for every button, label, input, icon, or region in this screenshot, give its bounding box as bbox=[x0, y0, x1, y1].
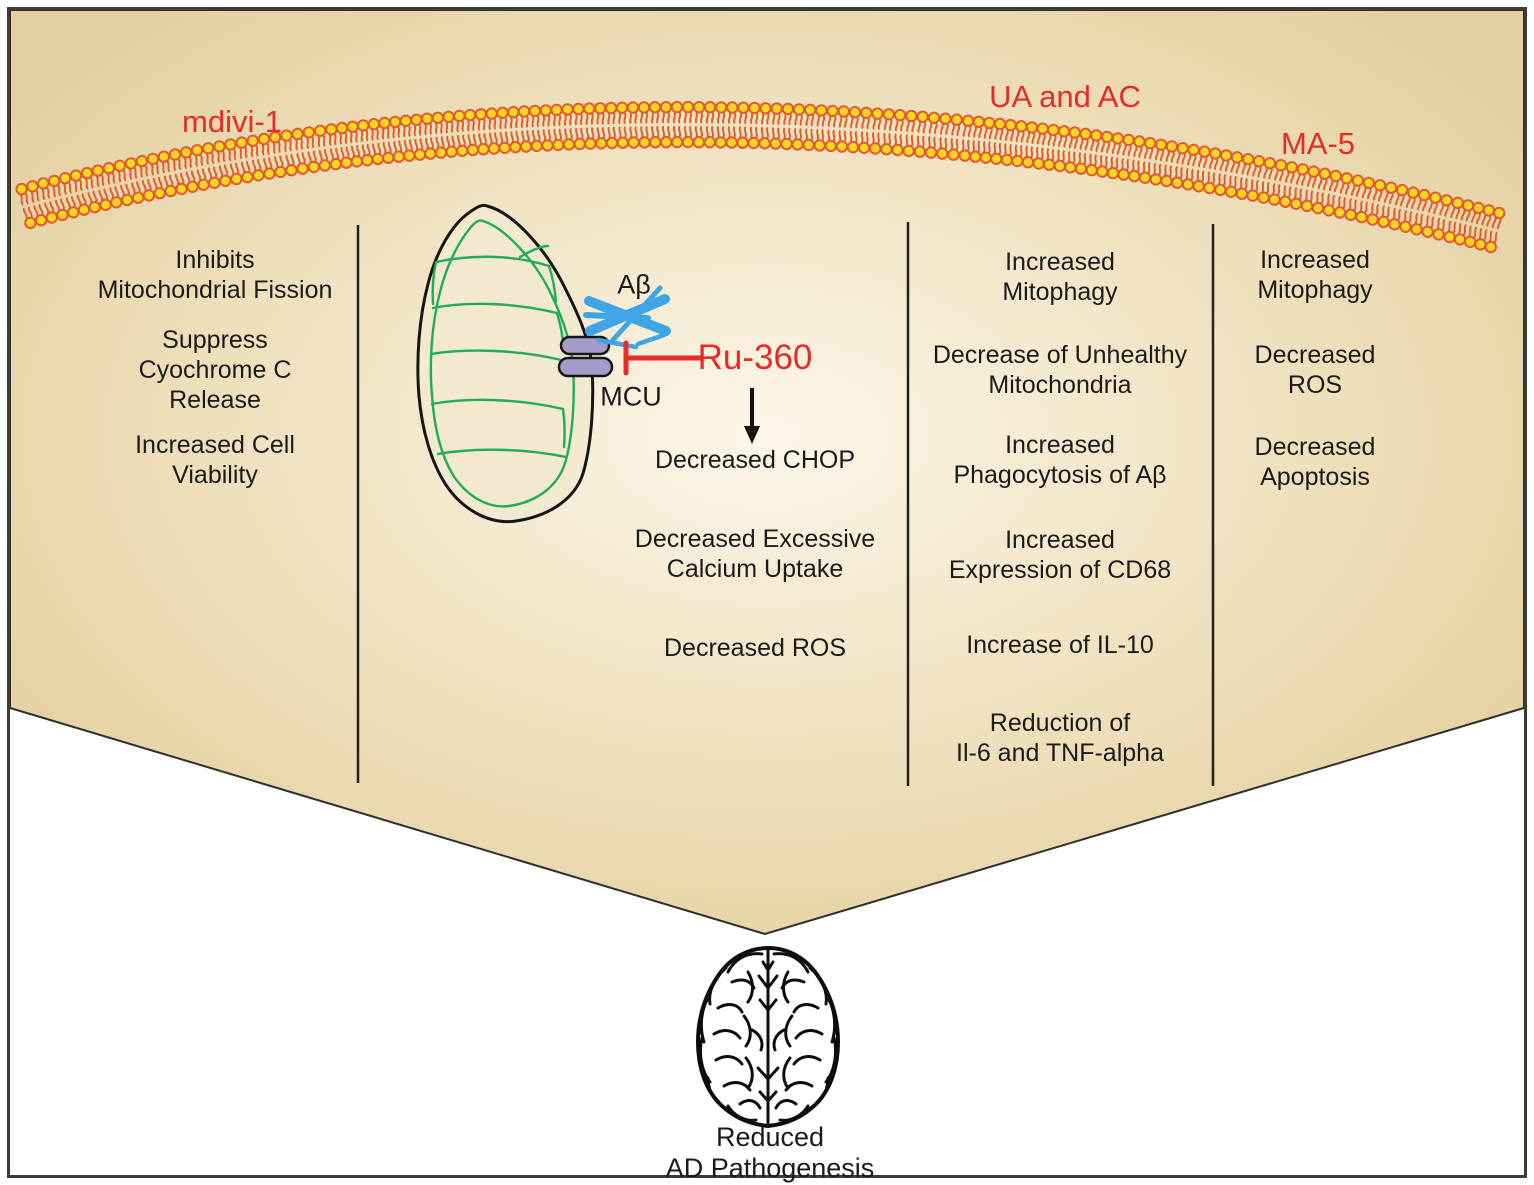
effects-uaac-block6: Reduction of Il-6 and TNF-alpha bbox=[956, 709, 1164, 767]
effects-ru360-block2: Decreased Excessive Calcium Uptake bbox=[634, 525, 876, 583]
effects-mdivi1-block2: Suppress Cyochrome C Release bbox=[138, 326, 292, 414]
down-arrow bbox=[744, 388, 760, 444]
label-abeta: Aβ bbox=[617, 269, 651, 300]
effects-ma5-block1: Increased Mitophagy bbox=[1257, 246, 1373, 304]
outer-frame bbox=[7, 7, 1527, 1178]
cell-membrane-bilayer bbox=[15, 100, 1506, 254]
effects-ma5-block2: Decreased ROS bbox=[1254, 341, 1376, 399]
effects-mdivi1-block1: Inhibits Mitochondrial Fission bbox=[97, 246, 333, 304]
effects-ma5-block3: Decreased Apoptosis bbox=[1254, 433, 1376, 491]
abeta-fibrils bbox=[583, 285, 671, 350]
mitochondrion-inner-membrane bbox=[429, 219, 575, 508]
label-ma5: MA-5 bbox=[1280, 126, 1356, 161]
label-ru360: Ru-360 bbox=[697, 338, 813, 377]
outcome-text: Reduced AD Pathogenesis bbox=[665, 1122, 875, 1183]
effects-ru360-block3: Decreased ROS bbox=[663, 634, 847, 662]
label-mcu: MCU bbox=[600, 381, 662, 412]
mitochondrion-outer-membrane bbox=[416, 203, 595, 524]
effects-uaac-block1: Increased Mitophagy bbox=[1002, 248, 1118, 306]
inhibition-line bbox=[623, 340, 703, 376]
effects-mdivi1-block3: Increased Cell Viability bbox=[135, 431, 295, 489]
effects-uaac-block3: Increased Phagocytosis of Aβ bbox=[953, 431, 1167, 489]
label-mdivi1: mdivi-1 bbox=[182, 104, 282, 139]
effects-ru360-block1: Decreased CHOP bbox=[654, 446, 856, 474]
effects-uaac-block2: Decrease of Unhealthy Mitochondria bbox=[932, 341, 1188, 399]
brain-illustration bbox=[696, 946, 840, 1128]
effects-uaac-block5: Increase of IL-10 bbox=[966, 631, 1154, 659]
effects-uaac-block4: Increased Expression of CD68 bbox=[948, 526, 1172, 584]
label-ua-ac: UA and AC bbox=[989, 79, 1141, 114]
